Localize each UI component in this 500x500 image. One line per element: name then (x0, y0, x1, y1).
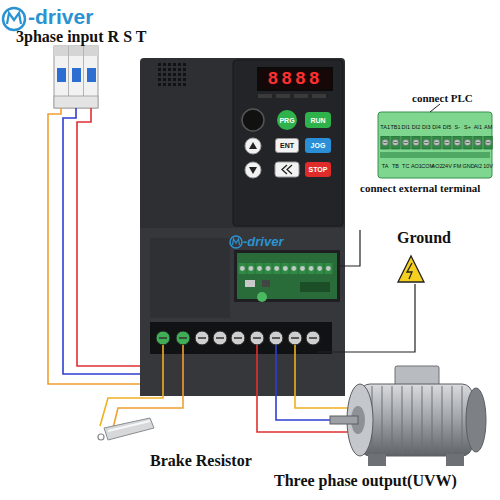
terminal-caption: connect external terminal (360, 182, 480, 194)
control-terminal-zoom (338, 104, 493, 266)
terminal-name: S- (452, 124, 462, 130)
led-display: 8888 (257, 67, 333, 91)
input-caption: 3phase input R S T (16, 28, 146, 46)
terminal-name: AI1 (473, 124, 483, 130)
brake-resistor-symbol (98, 345, 183, 440)
terminal-name: DI3 (421, 124, 431, 130)
resistor-caption: Brake Resistor (150, 452, 252, 470)
terminal-name: 24V (442, 163, 452, 169)
motor-symbol (330, 366, 486, 466)
terminal-name: S+ (462, 124, 472, 130)
ground-symbol (318, 256, 424, 352)
button-label: RUN (310, 117, 325, 124)
terminal-name: TB (390, 163, 400, 169)
inverter-details (140, 60, 345, 396)
button-label: PRG (279, 117, 294, 124)
button-label: STOP (309, 166, 328, 173)
terminal-name: GND (462, 163, 472, 169)
logo-icon (3, 8, 25, 30)
terminal-name: 10V (483, 163, 493, 169)
enter-button: ENT (275, 138, 299, 153)
terminal-name: AO2 (432, 163, 442, 169)
terminal-name: DI2 (411, 124, 421, 130)
terminal-name: TA1 (380, 124, 390, 130)
terminal-name: TC (401, 163, 411, 169)
terminal-name: TA (380, 163, 390, 169)
terminal-name: FM (452, 163, 462, 169)
terminal-name: AO1 (411, 163, 421, 169)
terminal-name: DI1 (401, 124, 411, 130)
prg-button: PRG (277, 110, 297, 130)
jog-button: JOG (305, 138, 331, 153)
brand-logo: -driver (28, 5, 93, 29)
button-label: ENT (280, 142, 294, 149)
output-caption: Three phase output(UVW) (274, 472, 457, 490)
display-digits: 8888 (267, 69, 322, 89)
button-label: JOG (311, 142, 326, 149)
terminal-name: DI4 (432, 124, 442, 130)
terminal-name: AM (483, 124, 493, 130)
stop-button: STOP (305, 162, 331, 177)
plc-caption: connect PLC (412, 92, 473, 104)
terminal-name: DI5 (442, 124, 452, 130)
brand-logo: -driver (243, 234, 283, 249)
terminal-name: COM (421, 163, 431, 169)
power-terminal-block (156, 331, 320, 345)
circuit-breaker (54, 46, 98, 108)
terminal-name: TB1 (390, 124, 400, 130)
terminal-name: AI2 (473, 163, 483, 169)
ground-caption: Ground (397, 229, 451, 247)
run-button: RUN (305, 112, 331, 128)
